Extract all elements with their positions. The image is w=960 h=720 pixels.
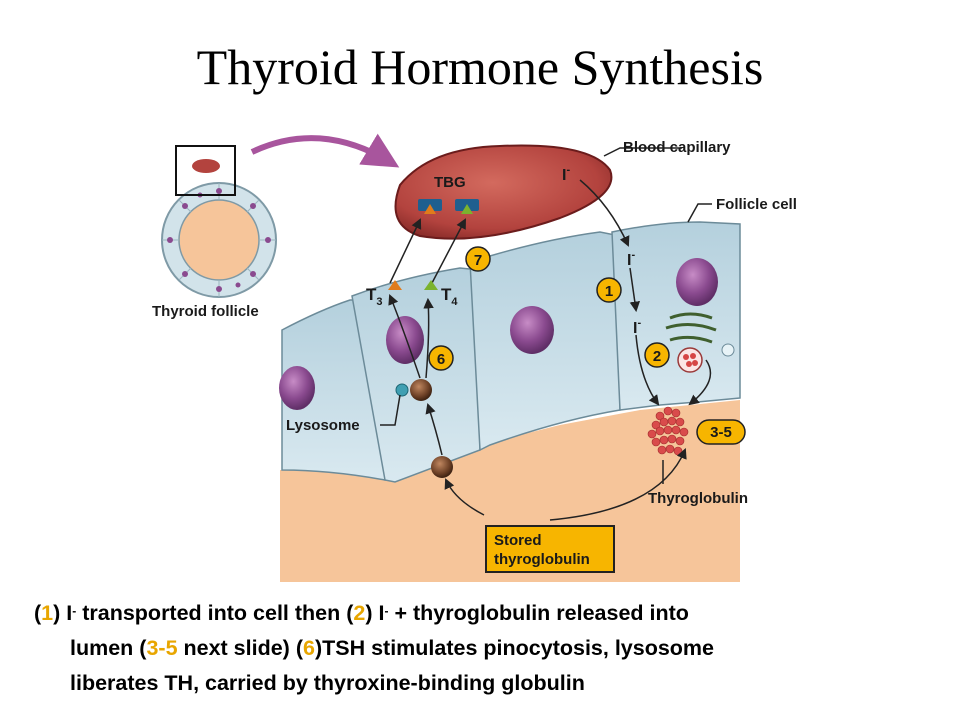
svg-text:1: 1 [605,283,613,300]
step-badge-2: 2 [644,342,670,368]
nucleus [279,366,315,410]
lysosome-label: Lysosome [286,417,360,434]
svg-text:thyroglobulin: thyroglobulin [494,551,590,568]
caption-line-2: lumen (3-5 next slide) (6)TSH stimulates… [70,636,715,660]
caption-line-3: liberates TH, carried by thyroxine-bindi… [70,671,585,695]
t4-label: T4 [441,285,458,308]
thyroid-follicle-label: Thyroid follicle [152,303,259,320]
svg-text:Stored: Stored [494,532,542,549]
iodide-label: I- [562,164,570,184]
step-badge-1: 1 [596,277,622,303]
svg-text:6: 6 [437,351,445,368]
step-badge-3-5: 3-5 [696,419,746,445]
tbg-label: TBG [434,174,466,191]
svg-text:2: 2 [653,348,661,365]
nucleus [676,258,718,306]
lysosome [410,379,432,401]
iodide-label: I- [633,317,641,337]
step-badge-6: 6 [428,345,454,371]
lysosome-small [395,383,409,397]
thyroglobulin-vesicle [677,347,703,373]
slide-title: Thyroid Hormone Synthesis [196,39,764,95]
iodide-arrows [388,179,712,516]
zoom-arrow [250,133,400,168]
tbg-carrier [418,199,442,214]
follicle-cell-label: Follicle cell [716,196,797,213]
tbg-carrier [455,199,479,214]
endocytosed-vesicle [431,456,453,478]
step-badge-7: 7 [465,246,491,272]
svg-text:7: 7 [474,252,482,269]
blood-capillary-label: Blood capillary [623,139,731,156]
tissue-section [279,221,741,582]
t3-label: T3 [366,285,383,308]
caption-line-1: (1) I- transported into cell then (2) I-… [34,601,689,625]
t4-marker [424,280,438,290]
svg-text:3-5: 3-5 [710,424,732,441]
blood-capillary: TBG I- [394,144,613,240]
leader-lines [380,147,712,521]
iodide-label: I- [627,249,635,269]
nucleus [510,306,554,354]
golgi-apparatus [665,312,717,344]
nucleus [386,316,424,364]
caption: (1) I- transported into cell then (2) I-… [34,596,944,701]
stored-thyroglobulin-box: Stored thyroglobulin [485,525,615,573]
t3-marker [388,280,402,290]
thyroglobulin-label: Thyroglobulin [648,490,748,507]
thyroid-follicle-inset: Thyroid follicle [152,145,277,320]
